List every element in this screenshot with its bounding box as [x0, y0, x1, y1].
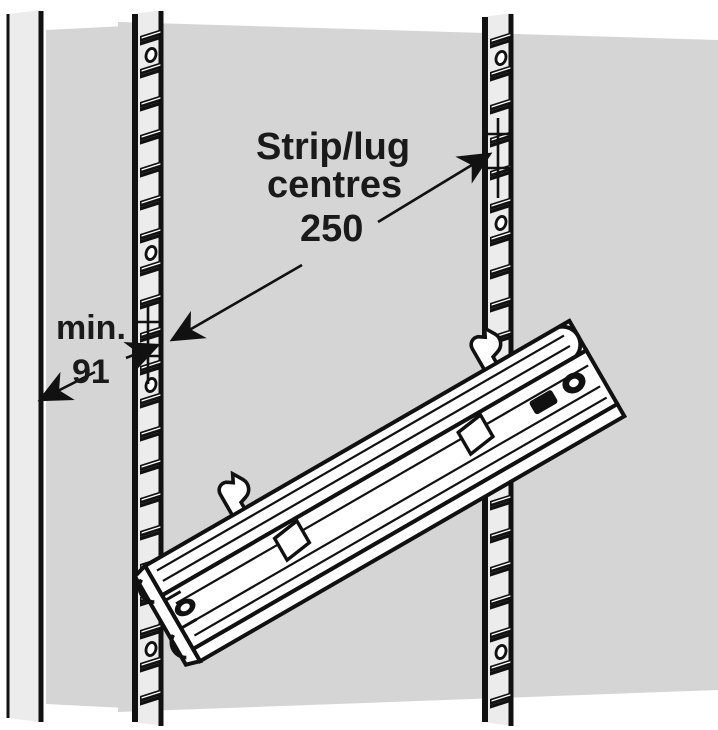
dimension-line-upper-right [377, 152, 493, 224]
rail-end-cap-right [558, 324, 583, 358]
rail-end-hole-bore [569, 378, 579, 388]
strip-centres-value: 250 [300, 208, 363, 250]
rail-groove-3 [175, 364, 589, 605]
dimension-line-lower-left [169, 263, 303, 342]
dimension-strip-lug-centres [169, 152, 493, 342]
wall-panel-face [8, 10, 40, 722]
rail-section-lip-upper [137, 578, 155, 604]
strip-centres-label-line2: centres [267, 164, 402, 206]
rail-groove-1 [156, 331, 570, 572]
rail-section-hole-bore [180, 603, 190, 612]
min-dimension-line-right [123, 342, 161, 372]
rail-hook-1 [217, 470, 251, 518]
rail-hook-2 [469, 325, 503, 373]
rail-groove-4 [187, 385, 601, 626]
min-label: min. [56, 309, 126, 347]
rail-end-slot-icon [529, 390, 558, 415]
rail-lug-2 [456, 412, 496, 457]
shelf-bracket-rail [132, 318, 628, 668]
rail-end-marking [529, 372, 586, 415]
dimension-min-wall-offset [37, 342, 161, 402]
back-wall-surface-left [46, 26, 126, 708]
rail-groove-5 [193, 396, 608, 637]
rail-section-left-end [132, 562, 204, 668]
rail-lug-1 [272, 518, 312, 563]
min-dimension-line-left [37, 370, 96, 402]
rail-groove-2 [162, 342, 576, 582]
rail-section-lip-lower [169, 634, 187, 660]
min-value: 91 [72, 353, 110, 391]
strip-centres-label-line1: Strip/lug [256, 126, 410, 168]
